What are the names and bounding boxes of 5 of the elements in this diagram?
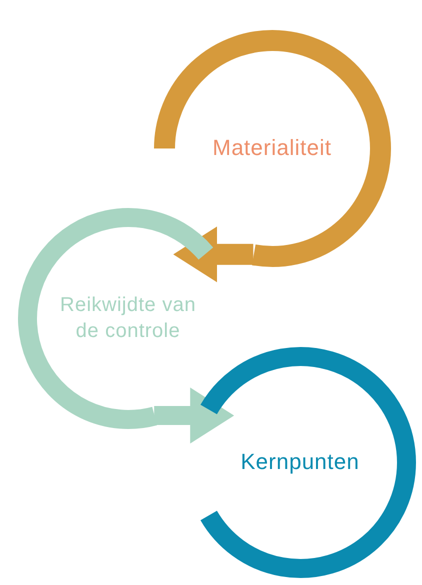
arrow bbox=[154, 388, 234, 444]
node-label: Materialiteit bbox=[212, 134, 332, 162]
arrow bbox=[173, 226, 254, 282]
node-label: Reikwijdte van de controle bbox=[59, 293, 197, 344]
node-label: Kernpunten bbox=[240, 448, 360, 476]
